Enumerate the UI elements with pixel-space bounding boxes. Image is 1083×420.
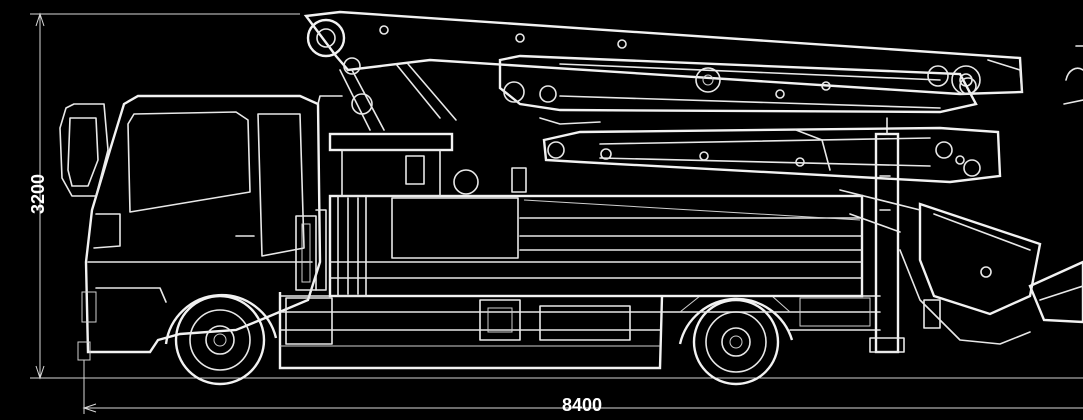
boom-section-1 bbox=[303, 10, 1024, 131]
rear-wheel bbox=[678, 297, 794, 386]
length-dimension: 8400 bbox=[82, 360, 1083, 415]
front-wheel bbox=[164, 293, 278, 386]
boom-section-3 bbox=[542, 126, 1002, 184]
chassis bbox=[278, 194, 881, 370]
boom-section-2 bbox=[498, 54, 978, 125]
cab bbox=[59, 94, 343, 361]
turret bbox=[315, 132, 527, 297]
length-dimension-label: 8400 bbox=[562, 395, 602, 415]
hopper bbox=[839, 189, 1083, 345]
height-dimension: 3200 bbox=[28, 12, 300, 380]
boom-tip bbox=[1063, 45, 1083, 105]
rear-outrigger bbox=[869, 117, 905, 354]
height-dimension-label: 3200 bbox=[28, 174, 48, 214]
front-outrigger bbox=[295, 215, 317, 291]
